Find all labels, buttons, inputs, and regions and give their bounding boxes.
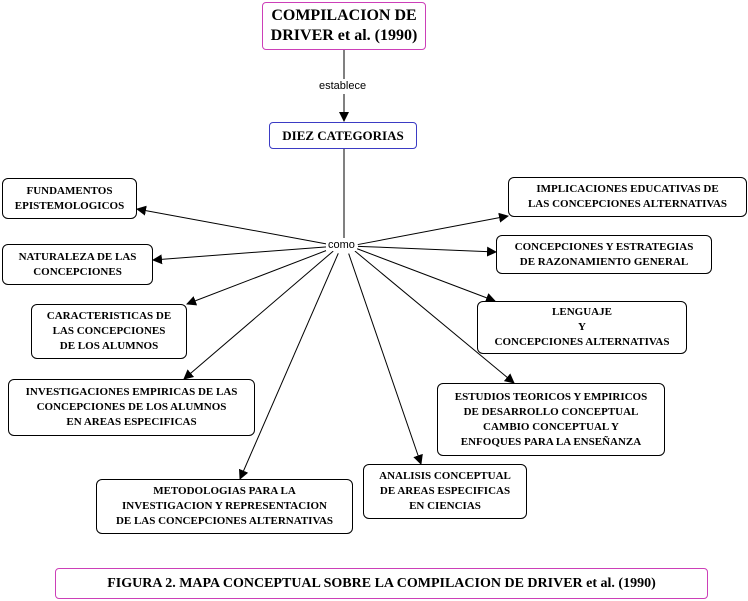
category-node-estudios: ESTUDIOS TEORICOS Y EMPIRICOS DE DESARRO… xyxy=(437,383,665,456)
category-node-caracteristicas: CARACTERISTICAS DE LAS CONCEPCIONES DE L… xyxy=(31,304,187,359)
category-node-investigaciones: INVESTIGACIONES EMPIRICAS DE LAS CONCEPC… xyxy=(8,379,255,436)
link-label-establece: establece xyxy=(317,80,369,92)
link-label-como: como xyxy=(326,239,357,251)
connector-como-concepciones-estrategias xyxy=(357,245,497,257)
connector-como-implicaciones xyxy=(357,212,509,246)
connector-como-naturaleza xyxy=(152,246,331,265)
category-node-naturaleza: NATURALEZA DE LAS CONCEPCIONES xyxy=(2,244,153,285)
root-concept-node: COMPILACION DE DRIVER et al. (1990) xyxy=(262,2,426,50)
category-node-fundamentos: FUNDAMENTOS EPISTEMOLOGICOS xyxy=(2,178,137,219)
category-node-implicaciones: IMPLICACIONES EDUCATIVAS DE LAS CONCEPCI… xyxy=(508,177,747,217)
category-node-concepciones-estrategias: CONCEPCIONES Y ESTRATEGIAS DE RAZONAMIEN… xyxy=(496,235,712,274)
category-node-analisis: ANALISIS CONCEPTUAL DE AREAS ESPECIFICAS… xyxy=(363,464,527,519)
connector-como-fundamentos xyxy=(136,205,331,246)
connector-como-analisis xyxy=(348,253,423,465)
connector-como-caracteristicas xyxy=(186,248,332,306)
category-node-lenguaje: LENGUAJE Y CONCEPCIONES ALTERNATIVAS xyxy=(477,301,687,354)
category-node-metodologias: METODOLOGIAS PARA LA INVESTIGACION Y REP… xyxy=(96,479,353,534)
connector-como-metodologias xyxy=(239,253,339,480)
figure-caption: FIGURA 2. MAPA CONCEPTUAL SOBRE LA COMPI… xyxy=(55,568,708,599)
connector-como-investigaciones xyxy=(183,250,334,380)
hub-concept-node: DIEZ CATEGORIAS xyxy=(269,122,417,149)
connector-como-lenguaje xyxy=(356,248,496,303)
connector-como-estudios xyxy=(354,250,515,384)
